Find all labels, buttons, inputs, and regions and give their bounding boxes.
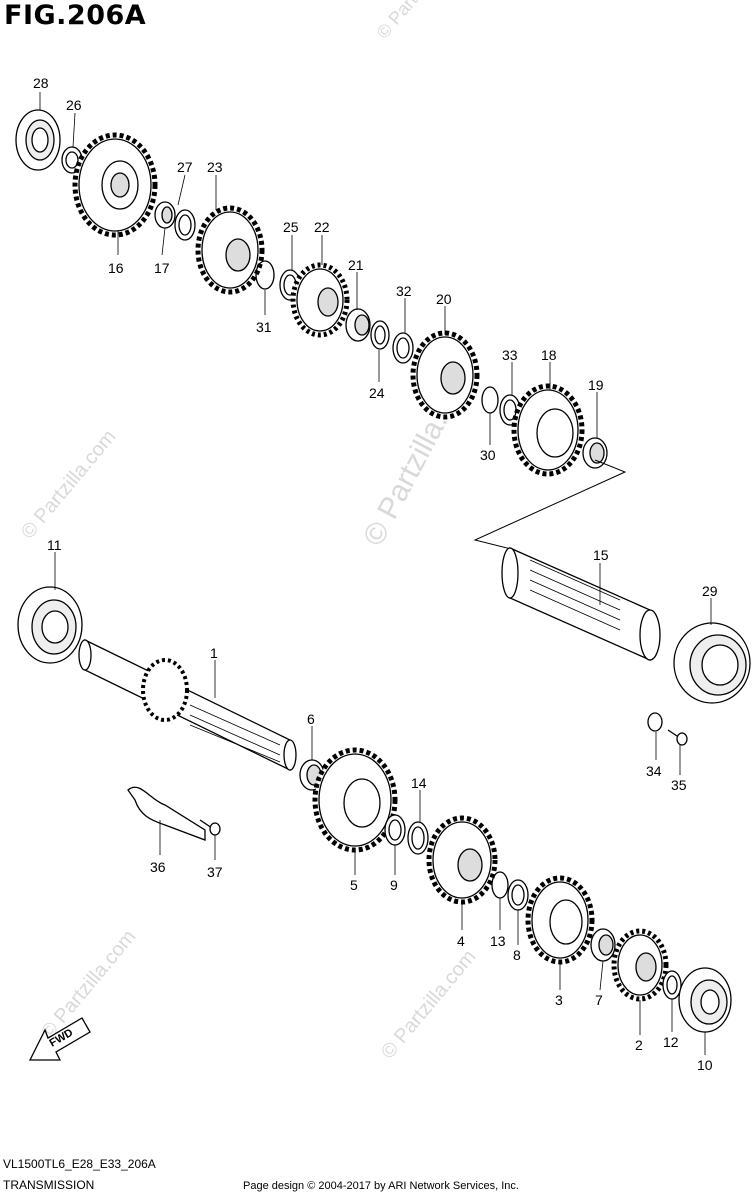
part-7-bearing bbox=[590, 928, 616, 962]
model-code: VL1500TL6_E28_E33_206A bbox=[3, 1157, 156, 1171]
part-14-washer bbox=[407, 821, 429, 855]
figure-title: FIG.206A bbox=[4, 0, 147, 31]
fwd-arrow-icon bbox=[28, 1017, 91, 1061]
callout-36: 36 bbox=[150, 859, 166, 875]
part-19-bushing bbox=[582, 437, 608, 469]
callout-11: 11 bbox=[47, 537, 62, 553]
callout-2: 2 bbox=[635, 1037, 643, 1053]
callout-18: 18 bbox=[541, 347, 557, 363]
parts bbox=[15, 109, 751, 1061]
callout-20: 20 bbox=[436, 291, 452, 307]
callout-33: 33 bbox=[502, 347, 518, 363]
callout-numbers: 28 26 27 23 16 17 25 22 21 31 32 20 24 3… bbox=[33, 75, 718, 1073]
callout-35: 35 bbox=[671, 777, 687, 793]
callout-14: 14 bbox=[411, 775, 427, 791]
callout-17: 17 bbox=[154, 260, 170, 276]
part-8-washer bbox=[507, 879, 529, 911]
part-10-bearing bbox=[678, 967, 732, 1033]
callout-24: 24 bbox=[369, 385, 385, 401]
part-1-mainshaft bbox=[78, 638, 297, 772]
callout-leaders bbox=[39, 92, 712, 1055]
part-17-washer bbox=[174, 209, 196, 241]
watermark-bottom-left: © Partzilla.com bbox=[37, 926, 140, 1043]
callout-15: 15 bbox=[593, 547, 609, 563]
part-5-gear bbox=[312, 747, 398, 853]
callout-28: 28 bbox=[33, 75, 49, 91]
callout-4: 4 bbox=[457, 933, 465, 949]
page-credit: Page design © 2004-2017 by ARI Network S… bbox=[243, 1180, 519, 1192]
callout-32: 32 bbox=[396, 283, 412, 299]
part-32-washer bbox=[392, 332, 414, 364]
callout-27: 27 bbox=[177, 159, 193, 175]
callout-31: 31 bbox=[256, 319, 272, 335]
watermark-top: © Partzilla.com bbox=[373, 0, 466, 43]
callout-6: 6 bbox=[307, 711, 315, 727]
part-22-gear bbox=[290, 262, 350, 338]
callout-3: 3 bbox=[555, 992, 563, 1008]
watermark-bottom-center: © Partzilla.com bbox=[377, 946, 480, 1063]
part-3-gear bbox=[525, 875, 595, 965]
callout-5: 5 bbox=[350, 877, 358, 893]
callout-1: 1 bbox=[210, 645, 218, 661]
callout-13: 13 bbox=[490, 933, 506, 949]
part-11-bearing bbox=[17, 586, 83, 664]
callout-37: 37 bbox=[207, 864, 223, 880]
part-36-bracket bbox=[127, 786, 206, 841]
callout-23: 23 bbox=[207, 159, 223, 175]
callout-19: 19 bbox=[588, 377, 604, 393]
part-24-washer bbox=[370, 320, 390, 350]
callout-30: 30 bbox=[480, 447, 496, 463]
callout-29: 29 bbox=[702, 583, 718, 599]
part-23-gear bbox=[195, 205, 265, 295]
callout-12: 12 bbox=[663, 1034, 679, 1050]
callout-7: 7 bbox=[595, 992, 603, 1008]
part-15-countershaft bbox=[501, 547, 661, 661]
part-35-bolt bbox=[667, 729, 688, 746]
callout-34: 34 bbox=[646, 763, 662, 779]
callout-25: 25 bbox=[283, 219, 299, 235]
callout-16: 16 bbox=[108, 260, 124, 276]
part-13-circlip bbox=[491, 871, 509, 899]
callout-10: 10 bbox=[697, 1057, 713, 1073]
part-27-bushing bbox=[154, 201, 176, 229]
callout-21: 21 bbox=[348, 257, 364, 273]
assembly-leader-line bbox=[473, 459, 627, 551]
callout-22: 22 bbox=[314, 219, 330, 235]
part-37-bolt bbox=[199, 819, 221, 836]
callout-8: 8 bbox=[513, 947, 521, 963]
part-20-gear bbox=[410, 330, 480, 420]
part-12-washer bbox=[662, 970, 682, 1000]
part-9-washer bbox=[384, 814, 406, 846]
section-name: TRANSMISSION bbox=[3, 1178, 95, 1192]
part-28-bearing bbox=[15, 109, 61, 171]
callout-9: 9 bbox=[390, 877, 398, 893]
part-21-bearing bbox=[345, 308, 371, 342]
part-16-gear bbox=[72, 132, 158, 238]
part-4-gear bbox=[426, 815, 498, 905]
callout-26: 26 bbox=[66, 97, 82, 113]
part-18-gear bbox=[511, 383, 585, 477]
part-2-gear bbox=[611, 928, 669, 1002]
part-29-bearing bbox=[673, 622, 751, 704]
part-30-circlip bbox=[481, 386, 499, 414]
part-31-circlip bbox=[255, 260, 275, 290]
part-34-dowel bbox=[647, 712, 663, 732]
watermark-left: © Partzilla.com bbox=[17, 426, 120, 543]
